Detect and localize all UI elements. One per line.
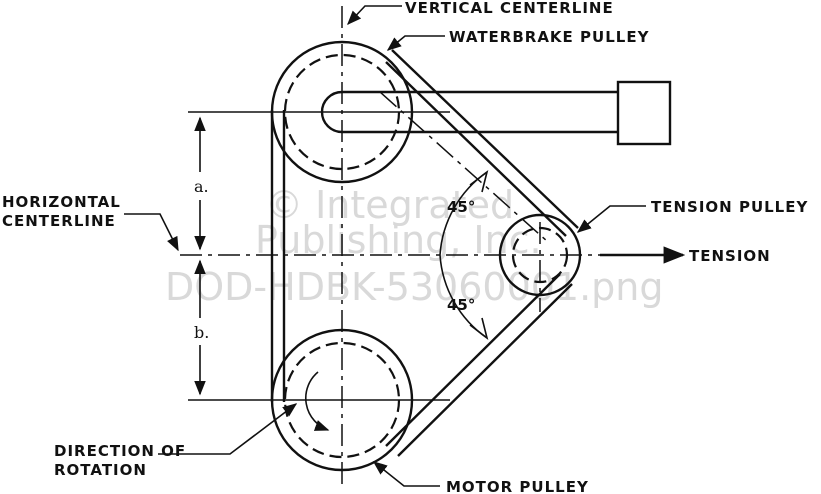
tension-pulley-label: TENSION PULLEY bbox=[651, 198, 808, 216]
waterbrake-arm bbox=[320, 80, 672, 146]
tension-label: TENSION bbox=[689, 247, 771, 265]
dimension-a-label: a. bbox=[194, 177, 209, 196]
horizontal-centerline-label-line-2: CENTERLINE bbox=[2, 212, 116, 230]
watermark: © Integrated Publishing, Inc. DOD-HDBK-5… bbox=[165, 183, 664, 309]
watermark-line-1: © Integrated bbox=[265, 183, 514, 227]
lower-angle-arrowhead bbox=[469, 317, 489, 341]
horizontal-centerline-label-line-1: HORIZONTAL bbox=[2, 193, 121, 211]
belt bbox=[270, 49, 579, 457]
lower-angle-label: 45° bbox=[447, 296, 475, 314]
tension-pulley-leader bbox=[576, 205, 646, 233]
rotation-arrow-icon bbox=[305, 371, 330, 431]
waterbrake-pulley-leader bbox=[386, 35, 445, 51]
upper-angle-arrowhead bbox=[469, 169, 489, 193]
motor-pulley-leader bbox=[372, 461, 440, 487]
direction-of-rotation-label-line-1: DIRECTION OF bbox=[54, 442, 186, 460]
vertical-centerline-leader bbox=[347, 5, 402, 26]
horizontal-centerline-leader bbox=[124, 213, 179, 252]
waterbrake-pulley-label: WATERBRAKE PULLEY bbox=[449, 28, 650, 46]
watermark-line-3: DOD-HDBK-53060001.png bbox=[165, 265, 664, 309]
motor-pulley-label: MOTOR PULLEY bbox=[446, 478, 589, 494]
dimension-b-label: b. bbox=[194, 323, 209, 342]
direction-of-rotation-leader bbox=[158, 403, 298, 455]
vertical-centerline-label: VERTICAL CENTERLINE bbox=[405, 0, 614, 17]
direction-of-rotation-label-line-2: ROTATION bbox=[54, 461, 147, 479]
upper-angle-label: 45° bbox=[447, 198, 475, 216]
